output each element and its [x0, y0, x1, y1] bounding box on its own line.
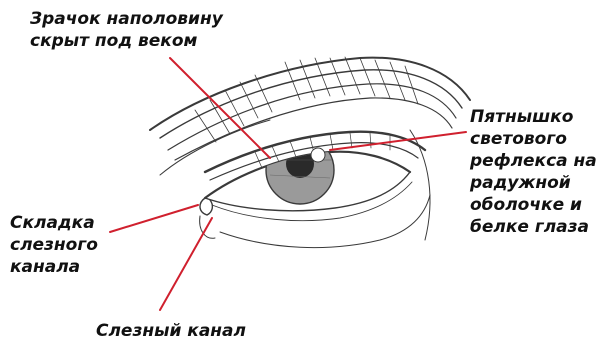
- label-tear-duct: Слезный канал: [96, 320, 316, 342]
- label-light-reflex: Пятнышко светового рефлекса на радужной …: [470, 106, 608, 238]
- label-pupil-half-hidden: Зрачок наполовину скрыт под веком: [30, 8, 270, 52]
- leader-line-canal: [160, 218, 212, 310]
- label-tear-duct-fold: Складка слезного канала: [10, 212, 140, 278]
- light-reflex-spot: [311, 148, 325, 162]
